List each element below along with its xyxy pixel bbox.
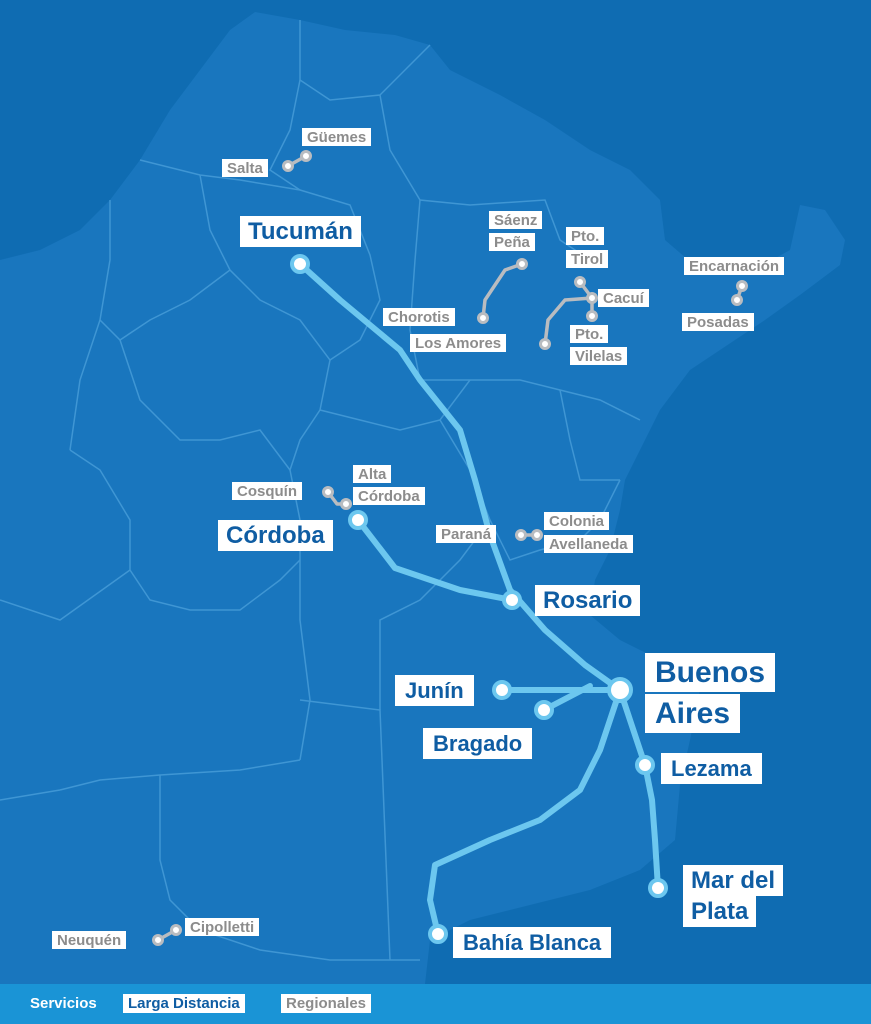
label-saenz-pena-line1[interactable]: Sáenz <box>489 211 543 229</box>
label-pto-vilelas-line1[interactable]: Pto. <box>570 325 609 343</box>
station-dot-cosquin[interactable] <box>322 486 334 498</box>
station-dot-cordoba[interactable] <box>348 510 368 530</box>
line-bahia-blanca <box>427 687 623 937</box>
label-rosario[interactable]: Rosario <box>535 585 641 616</box>
station-dot-chorotis[interactable] <box>477 312 489 324</box>
label-buenos-aires-line1[interactable]: Buenos <box>645 653 776 692</box>
label-pto-vilelas-line2[interactable]: Vilelas <box>570 347 628 365</box>
label-cosquin[interactable]: Cosquín <box>232 482 302 500</box>
label-encarnacion[interactable]: Encarnación <box>684 257 785 275</box>
line-los-amores-cacui <box>543 296 594 346</box>
label-colonia-avellaneda-line1[interactable]: Colonia <box>544 512 609 530</box>
legend-long-distance[interactable]: Larga Distancia <box>123 994 245 1013</box>
station-dot-salta[interactable] <box>282 160 294 172</box>
label-posadas[interactable]: Posadas <box>682 313 754 331</box>
label-chorotis[interactable]: Chorotis <box>383 308 455 326</box>
label-junin[interactable]: Junín <box>395 675 474 706</box>
label-mar-del-plata-line1[interactable]: Mar del <box>683 865 784 896</box>
label-guemes[interactable]: Güemes <box>302 128 372 146</box>
label-neuquen[interactable]: Neuquén <box>52 931 127 949</box>
label-mar-del-plata-line2[interactable]: Plata <box>683 896 757 927</box>
line-lezama-mar-del-plata <box>617 687 661 891</box>
label-buenos-aires-line2[interactable]: Aires <box>645 694 741 733</box>
long-distance-lines <box>297 261 661 937</box>
station-dot-mar-del-plata[interactable] <box>648 878 668 898</box>
label-saenz-pena-line2[interactable]: Peña <box>489 233 535 251</box>
label-lezama[interactable]: Lezama <box>661 753 762 784</box>
station-dot-alta-cordoba[interactable] <box>340 498 352 510</box>
legend-title: Servicios <box>30 995 97 1012</box>
station-dot-colonia-avellaneda[interactable] <box>531 529 543 541</box>
station-dot-los-amores[interactable] <box>539 338 551 350</box>
station-dot-saenz-pena[interactable] <box>516 258 528 270</box>
line-chorotis-saenz-pena <box>481 262 524 320</box>
legend-bar: Servicios Larga Distancia Regionales <box>0 984 871 1024</box>
station-dot-neuquen[interactable] <box>152 934 164 946</box>
legend-regional[interactable]: Regionales <box>281 994 372 1013</box>
station-dot-bragado[interactable] <box>534 700 554 720</box>
label-tucuman[interactable]: Tucumán <box>240 216 361 247</box>
station-dot-posadas[interactable] <box>731 294 743 306</box>
label-cordoba[interactable]: Córdoba <box>218 520 333 551</box>
station-dot-parana[interactable] <box>515 529 527 541</box>
station-dot-pto-vilelas[interactable] <box>586 310 598 322</box>
station-dot-junin[interactable] <box>492 680 512 700</box>
station-dot-bahia-blanca[interactable] <box>428 924 448 944</box>
line-cordoba-rosario <box>355 517 515 603</box>
label-pto-tirol-line1[interactable]: Pto. <box>566 227 605 245</box>
label-los-amores[interactable]: Los Amores <box>410 334 507 352</box>
label-bahia-blanca[interactable]: Bahía Blanca <box>453 927 612 958</box>
station-dot-buenos-aires[interactable] <box>607 677 633 703</box>
label-alta-cordoba-line1[interactable]: Alta <box>353 465 392 483</box>
label-salta[interactable]: Salta <box>222 159 268 177</box>
station-dot-cacui[interactable] <box>586 292 598 304</box>
long-distance-stations <box>290 254 668 944</box>
label-cipolletti[interactable]: Cipolletti <box>185 918 260 936</box>
station-dot-guemes[interactable] <box>300 150 312 162</box>
regional-stations <box>152 150 748 946</box>
station-dot-rosario[interactable] <box>502 590 522 610</box>
label-parana[interactable]: Paraná <box>436 525 497 543</box>
label-cacui[interactable]: Cacuí <box>598 289 649 307</box>
line-tucuman-buenos-aires <box>297 261 623 693</box>
label-alta-cordoba-line2[interactable]: Córdoba <box>353 487 425 505</box>
label-pto-tirol-line2[interactable]: Tirol <box>566 250 609 268</box>
station-dot-pto-tirol[interactable] <box>574 276 586 288</box>
map-canvas <box>0 12 845 984</box>
label-bragado[interactable]: Bragado <box>423 728 533 759</box>
station-dot-cipolletti[interactable] <box>170 924 182 936</box>
station-dot-encarnacion[interactable] <box>736 280 748 292</box>
station-dot-lezama[interactable] <box>635 755 655 775</box>
station-dot-tucuman[interactable] <box>290 254 310 274</box>
label-colonia-avellaneda-line2[interactable]: Avellaneda <box>544 535 633 553</box>
